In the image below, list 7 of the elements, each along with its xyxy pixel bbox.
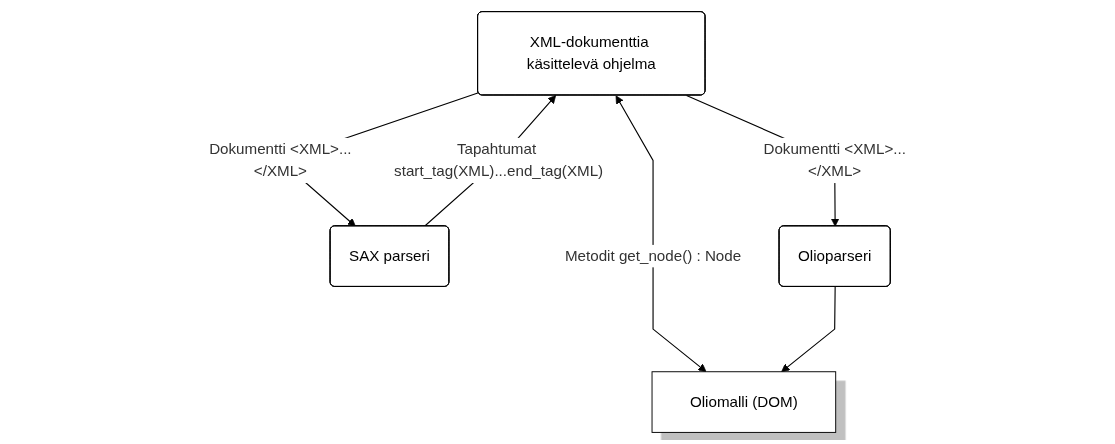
edge-label: Tapahtumat start_tag(XML)...end_tag(XML) — [394, 140, 604, 180]
arrow — [781, 286, 836, 373]
edge-label: Dokumentti <XML>...</XML> — [763, 140, 906, 180]
edge-label: Dokumentti <XML>...</XML> — [209, 140, 352, 180]
arrow — [615, 95, 707, 373]
edge-label: Metodit get_node() : Node — [564, 247, 742, 264]
node-box: Oliomalli (DOM) — [651, 371, 837, 433]
